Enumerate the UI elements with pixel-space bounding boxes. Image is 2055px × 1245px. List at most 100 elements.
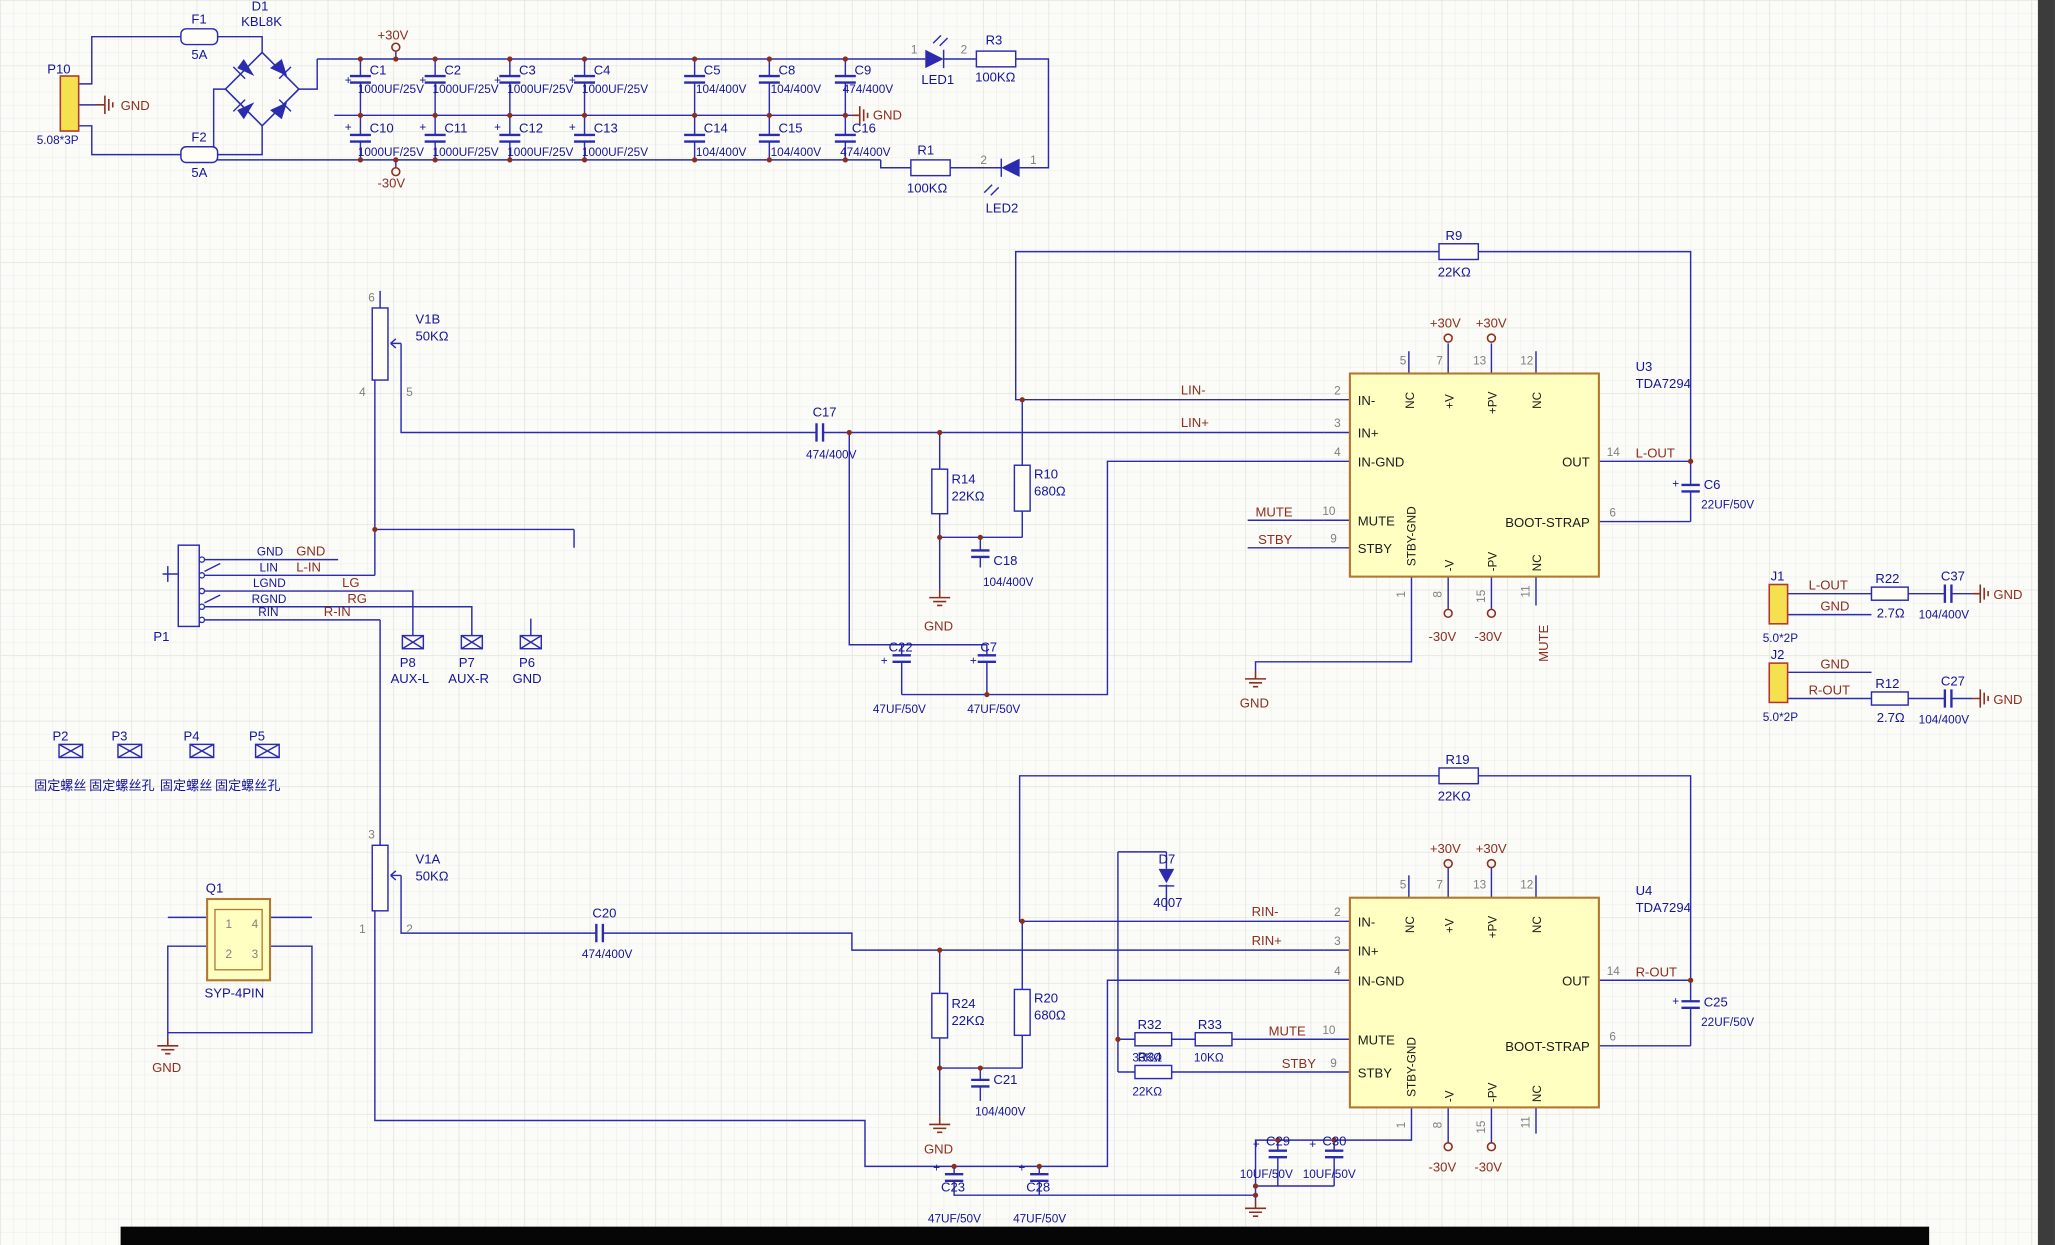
j2-ref: J2 [1771,647,1785,662]
r10-val: 680Ω [1034,483,1066,498]
amp_left-label-17: + [970,654,977,667]
f2-val: 5A [191,165,207,180]
power-label-56: 1 [1030,154,1037,167]
net-mute-l: MUTE [1256,504,1293,519]
u3-vn2: -30V [1474,629,1502,644]
p8-val: AUX-L [391,671,430,686]
led1-ref: LED1 [921,72,954,87]
r3-val: 100KΩ [975,69,1016,84]
amp_right-label-55: + [1672,995,1679,1008]
c12-val: 1000UF/25V [507,146,573,159]
input-label-41: 2 [406,923,413,936]
right-panel-edge[interactable] [2038,0,2055,1245]
u3-ref: U3 [1636,359,1653,374]
f1-fuse[interactable] [181,29,218,45]
amp_right-label-53: BOOT-STRAP [1505,1039,1590,1054]
amp_right-label-31: 2 [1334,906,1341,919]
input-label-39: 3 [368,829,375,842]
note-screwhole-2: 固定螺丝孔 [215,778,280,793]
bottom-scrollbar[interactable] [121,1227,1930,1245]
r12-val: 2.7Ω [1877,710,1905,725]
amp_right-label-32: 3 [1334,935,1341,948]
c12-ref: C12 [519,120,543,135]
amp_right-label-47: -PV [1487,1082,1500,1102]
amp_right-label-27: 5 [1400,879,1407,892]
amp_left-label-51: BOOT-STRAP [1505,515,1590,530]
c22-val: 47UF/50V [873,703,926,716]
amp_left-label-56: 8 [1432,591,1445,598]
f2-fuse[interactable] [181,147,218,163]
amp_left-label-35: IN+ [1358,426,1379,441]
p1-pin-lgnd: LGND [253,577,286,590]
q1-connector[interactable] [207,899,270,980]
led2-ref: LED2 [986,200,1019,215]
amp_right-label-73: + [1018,1162,1025,1175]
r24-ref: R24 [951,996,975,1011]
amp_right-label-39: MUTE [1358,1032,1395,1047]
power-label-20: + [419,74,426,87]
input-label-34: 2 [225,948,232,961]
amp_right-label-40: STBY [1358,1065,1392,1080]
c3-ref: C3 [519,63,536,78]
r14-ref: R14 [951,472,975,487]
power-label-19: + [345,74,352,87]
net-rin-minus: RIN- [1252,904,1279,919]
j2-connector[interactable] [1769,663,1787,702]
net-r-in: R-IN [324,604,351,619]
amp_right-label-44: +PV [1487,916,1500,939]
input-label-4: 5 [406,386,413,399]
amp_left-label-31: 4 [1334,446,1341,459]
c9-val: 474/400V [843,83,894,96]
p1-pin-rin: RIN [258,606,278,619]
c18-ref: C18 [993,553,1017,568]
power-label-21: + [494,74,501,87]
amp_right-label-46: -V [1443,1090,1456,1102]
r1-val: 100KΩ [907,181,948,196]
c14-ref: C14 [704,120,728,135]
j1-connector[interactable] [1769,584,1787,623]
power-label-40: + [494,121,501,134]
amp_left-label-37: MUTE [1358,514,1395,529]
j1-val: 5.0*2P [1763,632,1799,645]
r20-ref: R20 [1034,991,1058,1006]
f1-ref: F1 [191,12,206,27]
c29-val: 10UF/50V [1240,1168,1293,1181]
c21-val: 104/400V [975,1105,1026,1118]
gnd-net-3: GND [924,1141,953,1156]
amp_left-label-55: 1 [1395,591,1408,598]
amp_right-label-45: NC [1531,916,1544,934]
c11-ref: C11 [444,120,467,135]
c4-ref: C4 [594,63,611,78]
amp_left-label-26: 12 [1520,354,1533,367]
r34-ref: R34 [1138,1050,1162,1065]
r9-val: 22KΩ [1438,265,1471,280]
input-label-33: 4 [252,918,259,931]
c6-val: 22UF/50V [1701,498,1754,511]
p10-ref: P10 [47,61,70,76]
c9-ref: C9 [855,63,872,78]
c18-val: 104/400V [983,576,1034,589]
net-r-out-2: R-OUT [1809,683,1850,698]
amp_left-label-42: +PV [1487,391,1500,414]
p10-connector[interactable] [60,76,78,131]
p10-gnd-net: GND [121,98,150,113]
r33-val: 10KΩ [1194,1052,1224,1065]
c37-ref: C37 [1941,569,1965,584]
r9-ref: R9 [1446,228,1463,243]
r3-ref: R3 [986,33,1003,48]
input-label-32: 1 [225,918,232,931]
amp_right-label-30: 12 [1520,879,1533,892]
input-label-3: 4 [359,386,366,399]
p1-pin-lin: LIN [260,561,278,574]
c7-ref: C7 [980,639,997,654]
amp_left-label-43: NC [1531,391,1544,409]
d7-ref: D7 [1159,852,1176,867]
gnd-net-j2b: GND [1993,692,2022,707]
c23-ref: C23 [941,1179,965,1194]
net-mute-r: MUTE [1269,1023,1306,1038]
amp_right-label-60: 11 [1519,1116,1532,1128]
amp_left-label-50: 6 [1609,506,1616,519]
f2-ref: F2 [191,130,206,145]
amp_left-label-30: 3 [1334,417,1341,430]
